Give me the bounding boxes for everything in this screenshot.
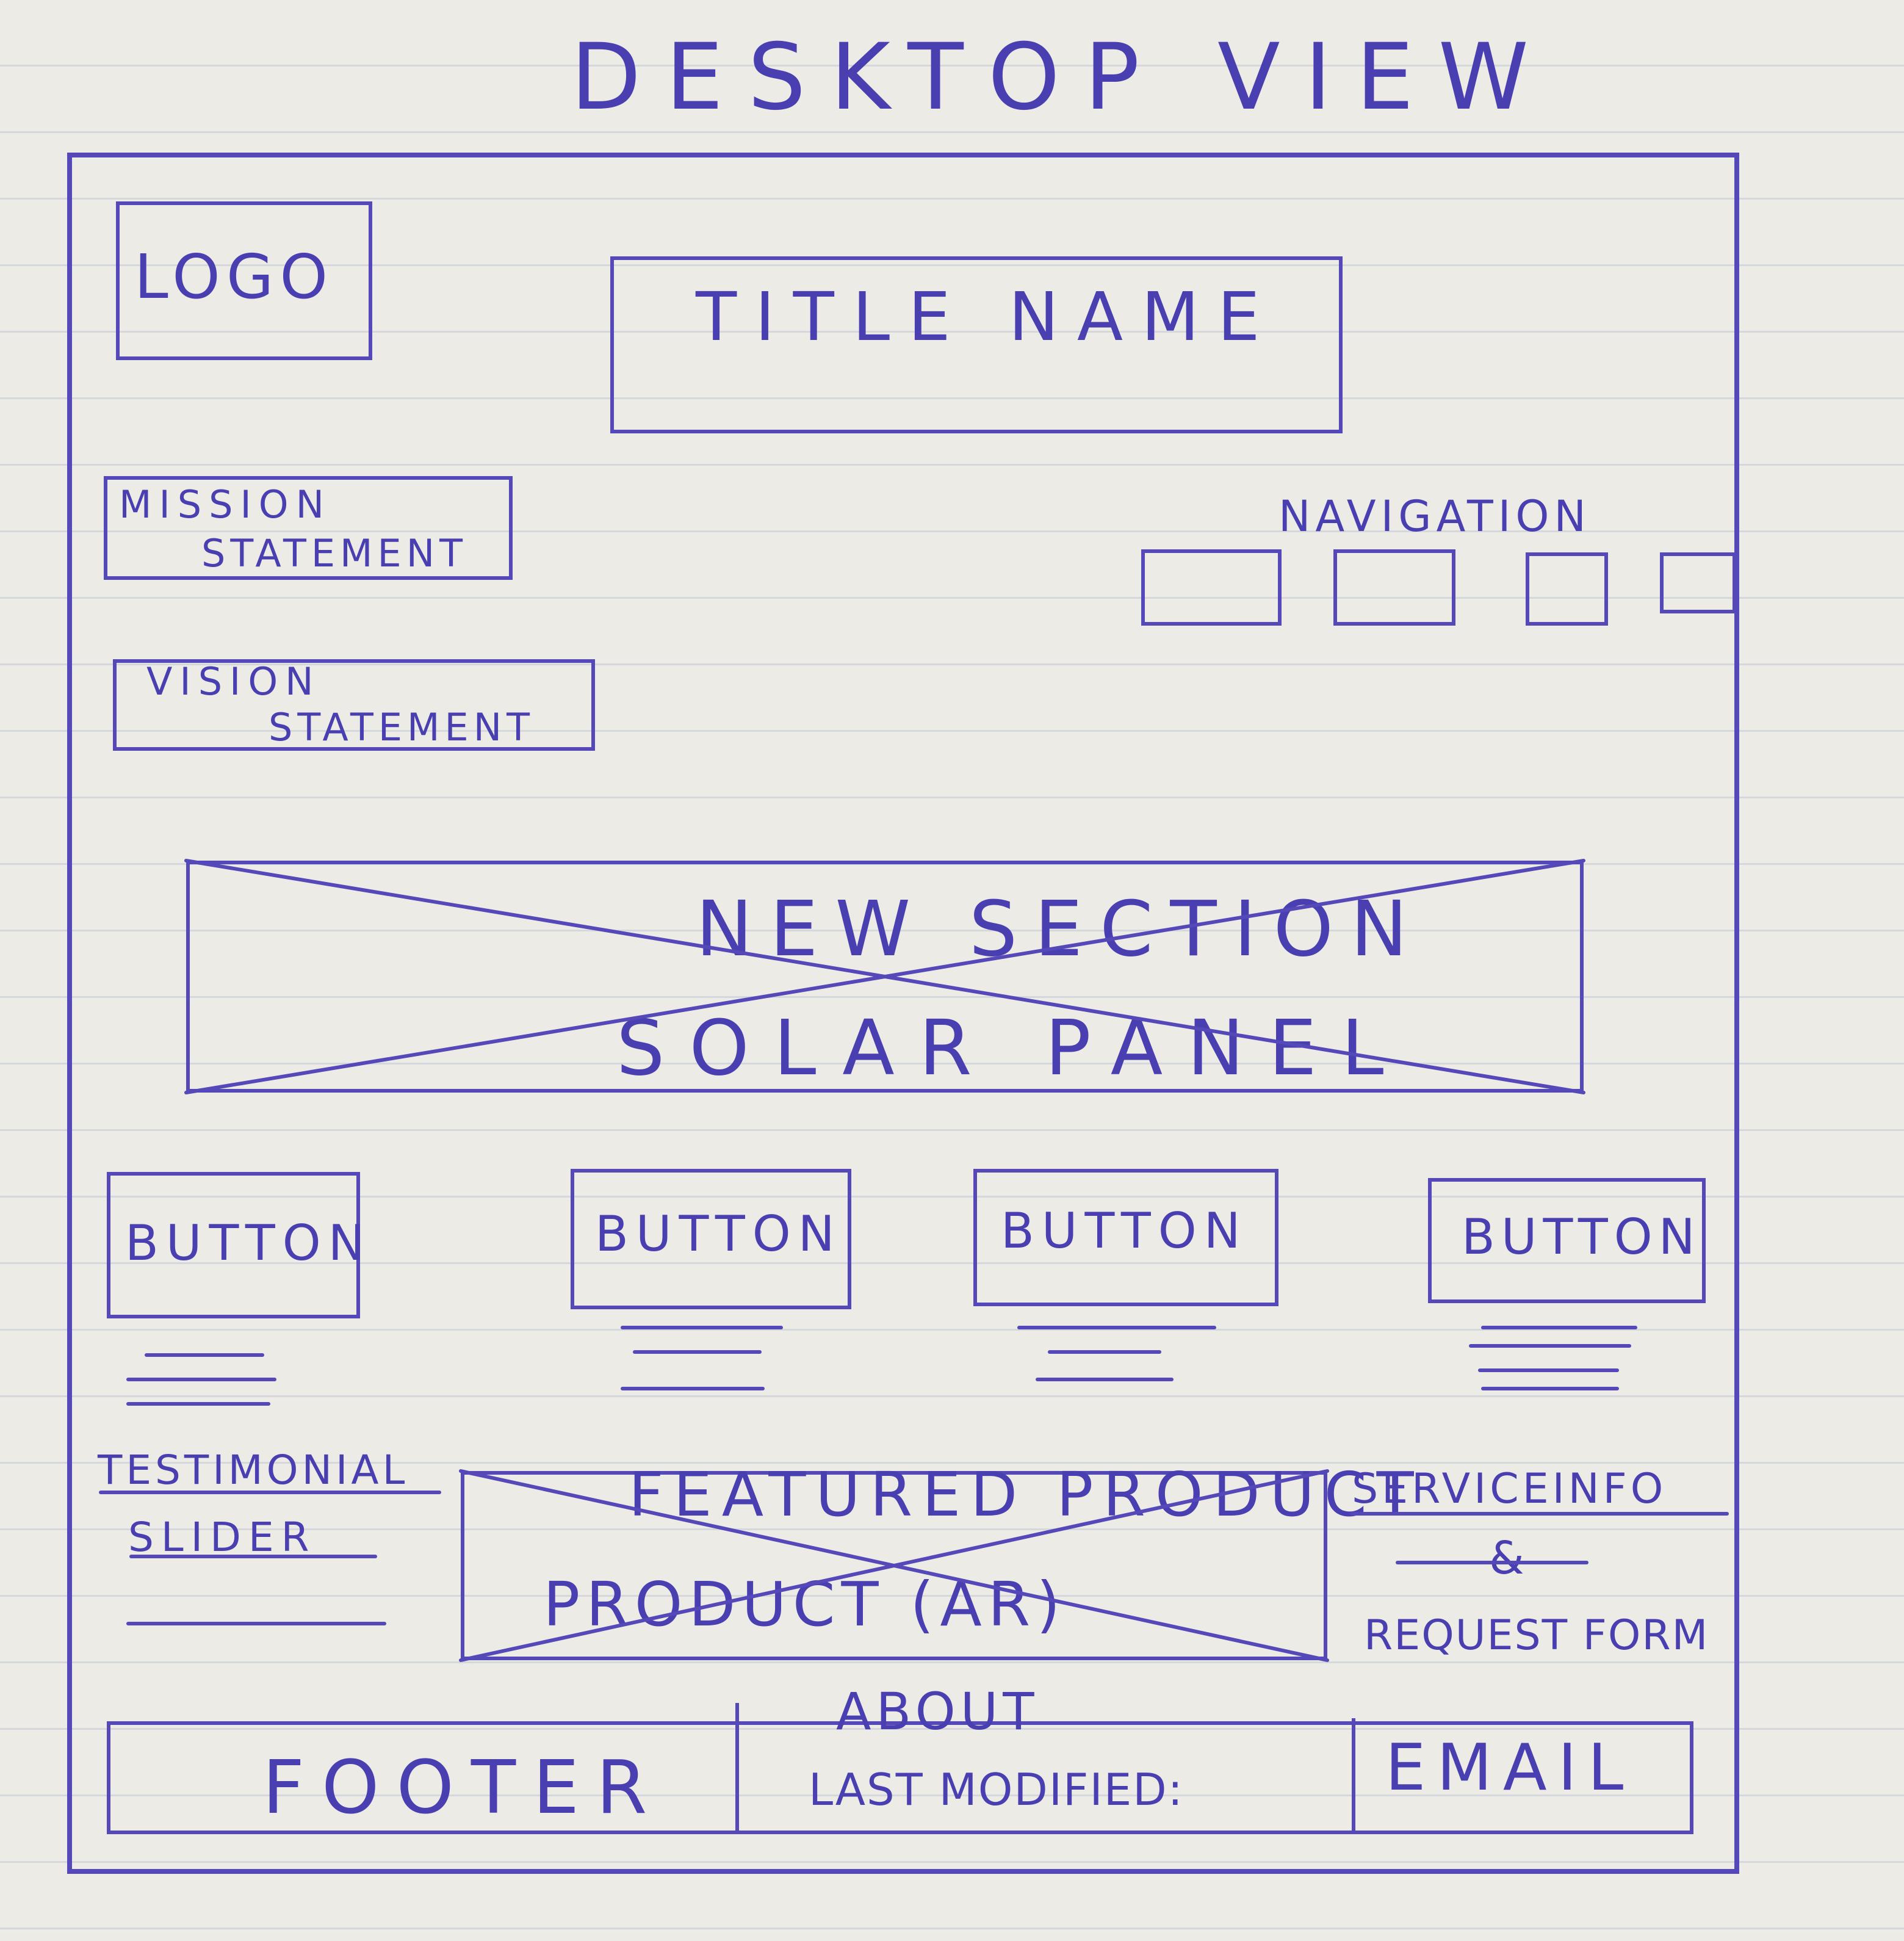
- button-4-label: BUTTON: [1462, 1209, 1701, 1265]
- button-4[interactable]: [1428, 1178, 1706, 1303]
- vision-line-1: VISION: [146, 659, 321, 704]
- logo-box[interactable]: [116, 201, 372, 360]
- service-line-2: &: [1489, 1532, 1524, 1585]
- footer-label: FOOTER: [262, 1746, 665, 1831]
- hero-line-2: SOLAR PANEL: [616, 1004, 1408, 1093]
- footer-divider-left: [735, 1703, 739, 1834]
- footer-box: [107, 1721, 1693, 1834]
- title-label: TITLE NAME: [696, 278, 1278, 356]
- navigation-label: NAVIGATION: [1278, 491, 1591, 541]
- vision-line-2: STATEMENT: [269, 705, 535, 750]
- service-line-3[interactable]: REQUEST FORM: [1364, 1611, 1709, 1660]
- button-1-label: BUTTON: [125, 1215, 372, 1271]
- button-2-label: BUTTON: [595, 1205, 842, 1262]
- mission-line-2: STATEMENT: [201, 531, 467, 576]
- testimonial-line-2: SLIDER: [128, 1514, 317, 1561]
- page-title: DESKTOP VIEW: [571, 24, 1553, 131]
- button-1[interactable]: [107, 1172, 360, 1318]
- featured-line-2: PRODUCT (AR): [543, 1569, 1067, 1640]
- button-3-label: BUTTON: [1001, 1202, 1248, 1259]
- testimonial-line-1: TESTIMONIAL: [98, 1447, 409, 1494]
- footer-about[interactable]: ABOUT: [836, 1682, 1039, 1741]
- nav-item-4[interactable]: [1660, 552, 1736, 613]
- nav-item-1[interactable]: [1141, 549, 1282, 626]
- mission-statement-box: [104, 476, 513, 580]
- featured-line-1: FEATURED PRODUCT: [629, 1459, 1424, 1530]
- mission-line-1: MISSION: [119, 482, 331, 527]
- nav-item-3[interactable]: [1526, 552, 1608, 626]
- vision-statement-box: [113, 659, 595, 751]
- footer-divider-right: [1352, 1718, 1355, 1831]
- title-box: [610, 256, 1343, 433]
- button-3[interactable]: [973, 1169, 1278, 1306]
- logo-label: LOGO: [134, 241, 334, 313]
- service-line-1: SERVICEINFO: [1352, 1465, 1667, 1513]
- desktop-frame: [67, 153, 1739, 1874]
- nav-item-2[interactable]: [1333, 549, 1455, 626]
- hero-line-1: NEW SECTION: [696, 885, 1425, 974]
- footer-last-modified: LAST MODIFIED:: [809, 1764, 1184, 1815]
- footer-email[interactable]: EMAIL: [1385, 1730, 1635, 1805]
- button-2[interactable]: [571, 1169, 851, 1309]
